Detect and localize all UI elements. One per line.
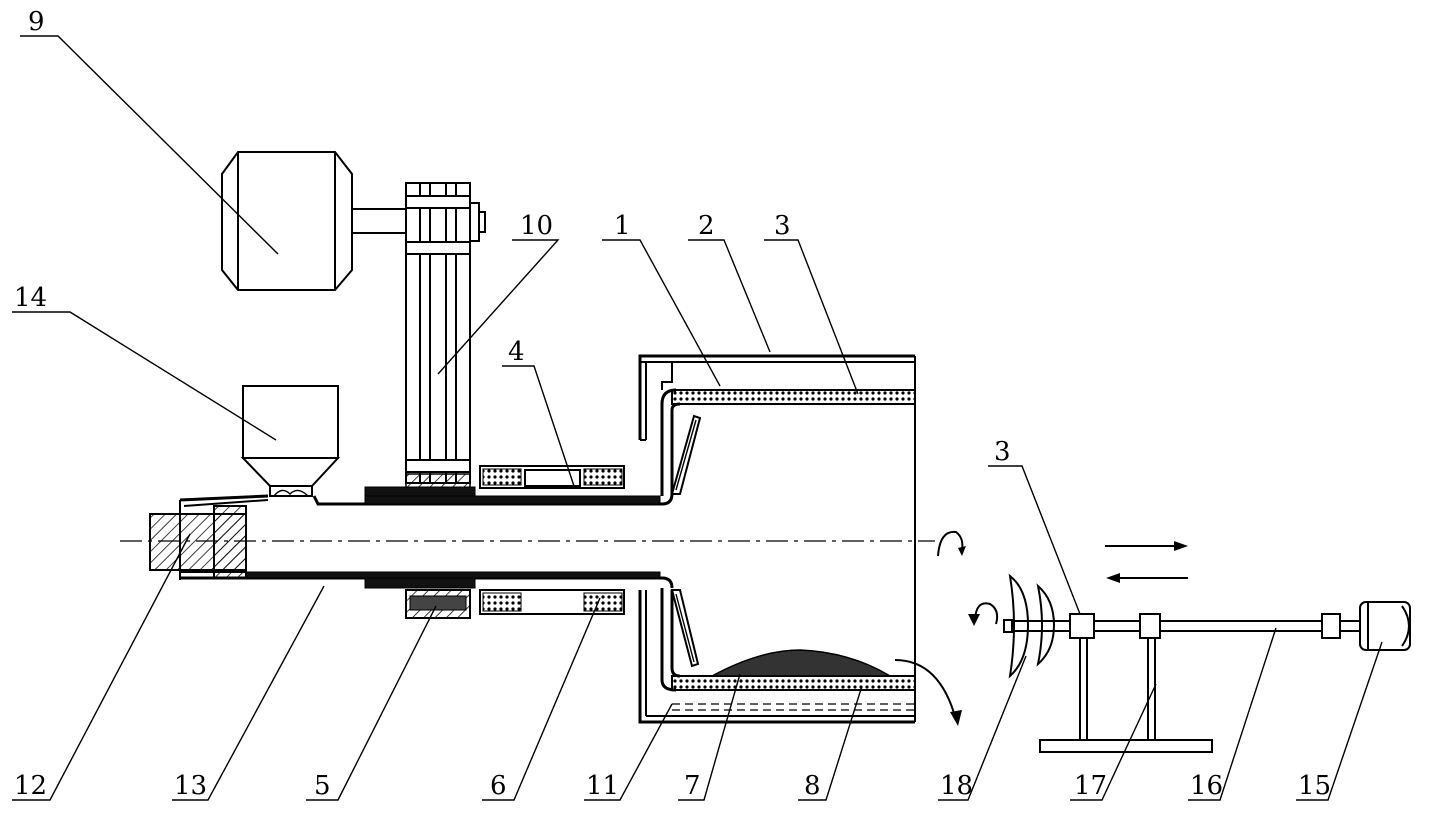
label-6: 6 bbox=[490, 771, 507, 801]
label-4: 4 bbox=[508, 337, 525, 367]
label-3-top: 3 bbox=[774, 211, 791, 241]
label-1: 1 bbox=[614, 211, 631, 241]
leader-lines bbox=[12, 35, 1383, 801]
hopper-14 bbox=[240, 385, 341, 497]
end-plug-12 bbox=[149, 505, 247, 579]
support-17 bbox=[1039, 638, 1213, 753]
label-7: 7 bbox=[684, 771, 701, 801]
part-labels: 9 10 14 1 2 3 4 3 12 13 5 6 11 7 8 18 17… bbox=[14, 7, 1331, 801]
pull-arrow bbox=[1106, 573, 1188, 583]
label-15: 15 bbox=[1298, 771, 1331, 801]
label-8: 8 bbox=[804, 771, 821, 801]
bearing-6 bbox=[479, 589, 625, 615]
label-3-right: 3 bbox=[994, 437, 1011, 467]
material-pile-7 bbox=[711, 649, 893, 677]
scraper-discs-18 bbox=[968, 573, 1056, 679]
motor-15 bbox=[1359, 601, 1411, 651]
rotation-arrow-drum bbox=[937, 530, 966, 557]
pulley-5 bbox=[405, 589, 471, 619]
label-17: 17 bbox=[1074, 771, 1107, 801]
bearing-4 bbox=[479, 465, 625, 489]
belt-drive-10 bbox=[405, 182, 486, 489]
label-2: 2 bbox=[698, 211, 715, 241]
push-arrow bbox=[1105, 541, 1188, 551]
label-16: 16 bbox=[1190, 771, 1223, 801]
label-5: 5 bbox=[314, 771, 331, 801]
label-11: 11 bbox=[586, 771, 619, 801]
label-13: 13 bbox=[174, 771, 207, 801]
label-12: 12 bbox=[14, 771, 47, 801]
inner-drum-1 bbox=[660, 362, 916, 711]
motor-9 bbox=[221, 151, 408, 291]
scraper-upper bbox=[670, 414, 702, 495]
drum-2 bbox=[638, 354, 916, 724]
scraper-11 bbox=[670, 589, 700, 668]
discharge-arrow bbox=[894, 659, 962, 726]
label-18: 18 bbox=[940, 771, 973, 801]
push-rod-16 bbox=[1012, 613, 1366, 639]
label-9: 9 bbox=[28, 7, 45, 37]
label-14: 14 bbox=[14, 283, 47, 313]
label-10: 10 bbox=[520, 211, 553, 241]
